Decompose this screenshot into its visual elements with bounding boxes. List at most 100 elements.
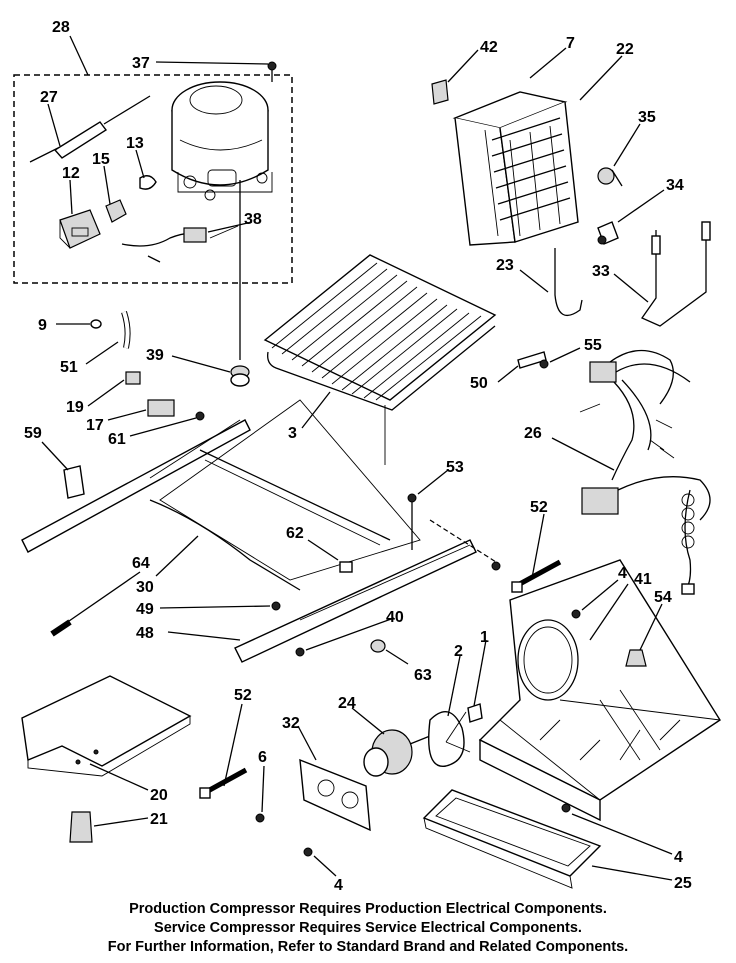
base-rail-48 xyxy=(234,539,477,663)
clip-34 xyxy=(597,221,619,245)
bolt-52-lower xyxy=(199,767,248,799)
callout-55: 55 xyxy=(584,337,602,354)
relay-12 xyxy=(59,209,101,249)
callout-48: 48 xyxy=(136,625,154,642)
screw-4b xyxy=(303,847,313,857)
callout-50: 50 xyxy=(470,375,488,392)
callout-52-upper: 52 xyxy=(530,499,548,516)
footer-line-2: Service Compressor Requires Service Elec… xyxy=(154,920,582,936)
overload-tube-27 xyxy=(29,95,151,163)
callout-64: 64 xyxy=(132,555,150,572)
callout-17: 17 xyxy=(86,417,104,434)
screw-4c xyxy=(561,803,571,813)
callout-3: 3 xyxy=(288,425,297,442)
bracket-42 xyxy=(431,79,449,105)
callout-32: 32 xyxy=(282,715,300,732)
callout-15: 15 xyxy=(92,151,110,168)
callout-21: 21 xyxy=(150,811,168,828)
callout-25: 25 xyxy=(674,875,692,892)
fan-bracket-41 xyxy=(478,559,721,822)
callout-59: 59 xyxy=(24,425,42,442)
callout-22: 22 xyxy=(616,41,634,58)
callout-38: 38 xyxy=(244,211,262,228)
callout-35: 35 xyxy=(638,109,656,126)
callout-4-right: 4 xyxy=(618,565,627,582)
callout-34: 34 xyxy=(666,177,684,194)
callout-26: 26 xyxy=(524,425,542,442)
callout-23: 23 xyxy=(496,257,514,274)
spring-64 xyxy=(50,619,72,637)
screw-53 xyxy=(407,493,417,550)
capacitor-15 xyxy=(105,199,127,223)
callout-62: 62 xyxy=(286,525,304,542)
callout-61: 61 xyxy=(108,431,126,448)
callout-27: 27 xyxy=(40,89,58,106)
callout-42: 42 xyxy=(480,39,498,56)
condenser-coil-3 xyxy=(263,254,497,411)
callout-30: 30 xyxy=(136,579,154,596)
drain-tube-23 xyxy=(554,248,583,317)
screw-37 xyxy=(267,61,277,82)
base-rail-30 xyxy=(21,399,421,591)
callout-37: 37 xyxy=(132,55,150,72)
callout-1: 1 xyxy=(480,629,489,646)
fan-motor-24 xyxy=(363,729,431,777)
cover-20 xyxy=(21,675,192,777)
callout-4-lower-right: 4 xyxy=(674,849,683,866)
callout-6: 6 xyxy=(258,749,267,766)
screw-4a xyxy=(571,609,581,619)
callout-9: 9 xyxy=(38,317,47,334)
callout-49: 49 xyxy=(136,601,154,618)
callout-33: 33 xyxy=(592,263,610,280)
screw-49 xyxy=(271,601,281,611)
callout-28: 28 xyxy=(52,19,70,36)
callout-41: 41 xyxy=(634,571,652,588)
thermistor-35 xyxy=(597,167,623,187)
wiring-harness-26 xyxy=(579,349,711,595)
screw-6 xyxy=(255,813,265,823)
heater-33 xyxy=(641,221,711,327)
footer-line-1: Production Compressor Requires Productio… xyxy=(129,901,607,917)
screw-40b xyxy=(491,561,501,571)
bolt-52-upper xyxy=(511,559,562,593)
callout-2: 2 xyxy=(454,643,463,660)
tubing-51 xyxy=(121,311,131,349)
callout-53: 53 xyxy=(446,459,464,476)
nut-63 xyxy=(370,639,386,653)
callout-63: 63 xyxy=(414,667,432,684)
compressor-kit-dashed-box xyxy=(13,74,293,284)
evaporator-7 xyxy=(452,91,579,246)
callout-13: 13 xyxy=(126,135,144,152)
leader-lines xyxy=(41,35,673,881)
connector-19 xyxy=(125,371,141,385)
callout-54: 54 xyxy=(654,589,672,606)
footer-line-3: For Further Information, Refer to Standa… xyxy=(107,939,629,955)
footer-notes: Production Compressor Requires Productio… xyxy=(0,900,736,957)
retainer-1 xyxy=(467,703,483,723)
callout-7: 7 xyxy=(566,35,575,52)
callout-39: 39 xyxy=(146,347,164,364)
callout-19: 19 xyxy=(66,399,84,416)
fan-blade-2 xyxy=(428,711,471,767)
clip-13 xyxy=(139,175,157,190)
nut-54 xyxy=(625,649,647,667)
shroud-32 xyxy=(299,758,371,832)
screw-40 xyxy=(295,647,305,657)
switch-17 xyxy=(147,399,175,417)
callout-24: 24 xyxy=(338,695,356,712)
callout-4-bottom: 4 xyxy=(334,877,343,894)
plug-9 xyxy=(90,319,102,329)
grommet-39 xyxy=(230,365,250,387)
callout-40: 40 xyxy=(386,609,404,626)
wire-harness-38 xyxy=(121,225,239,263)
callout-20: 20 xyxy=(150,787,168,804)
callout-52-lower: 52 xyxy=(234,687,252,704)
callout-12: 12 xyxy=(62,165,80,182)
screw-55 xyxy=(539,359,549,369)
screw-61 xyxy=(195,411,205,421)
drain-pan-25 xyxy=(422,789,602,889)
callout-51: 51 xyxy=(60,359,78,376)
foot-21 xyxy=(69,811,93,843)
compressor xyxy=(171,81,273,201)
